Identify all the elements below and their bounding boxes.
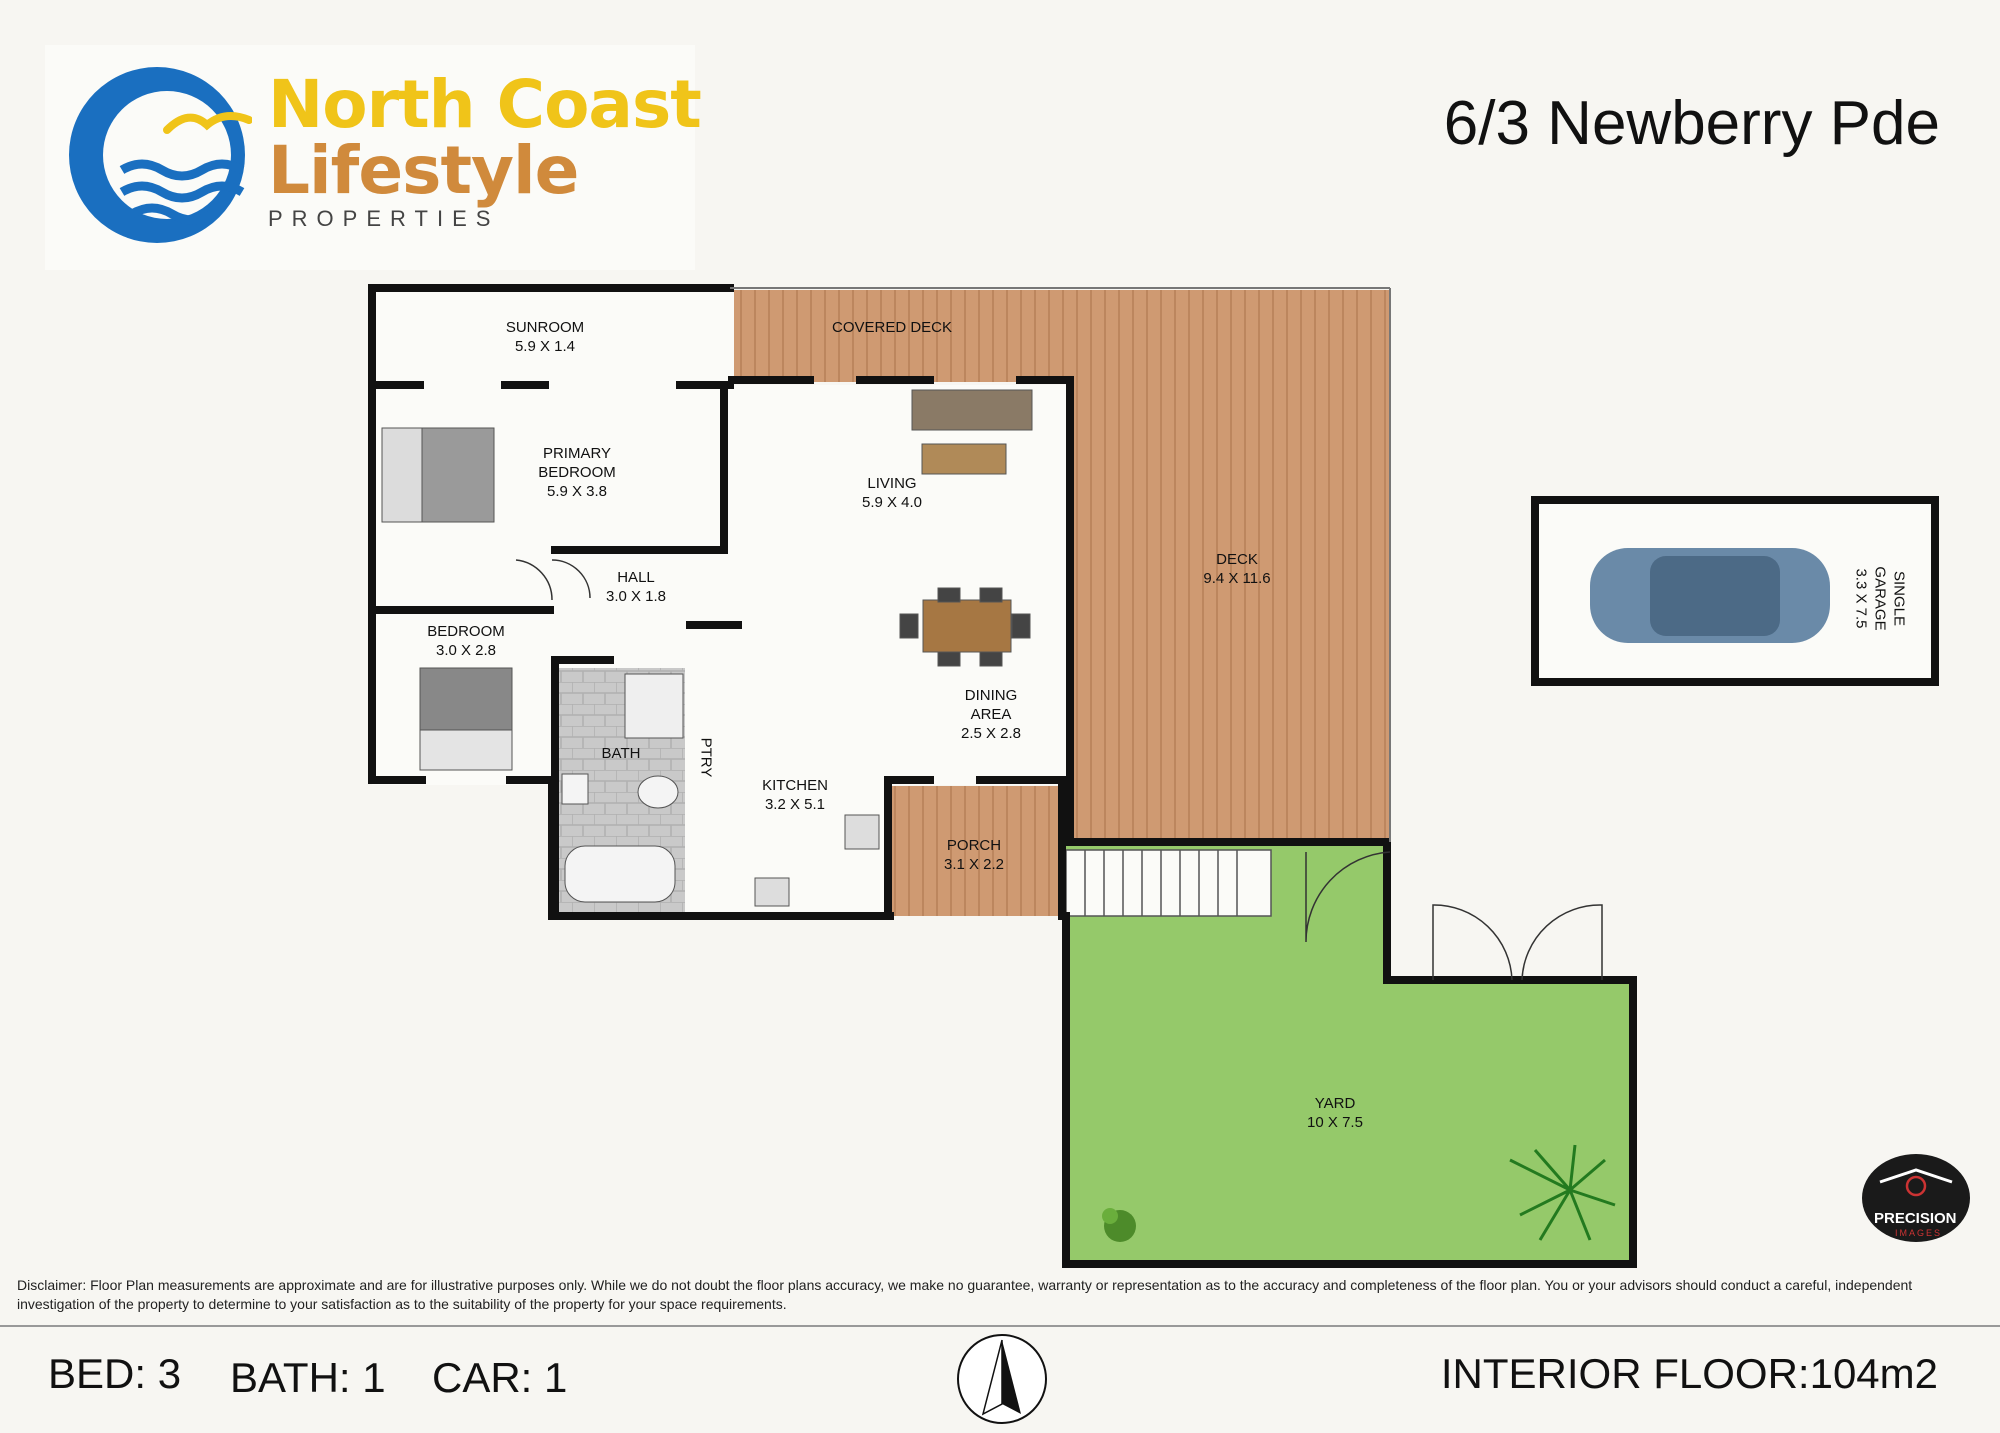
covered-deck-floor <box>732 290 1072 382</box>
palm-icon <box>1509 1144 1616 1241</box>
disclaimer: Disclaimer: Floor Plan measurements are … <box>17 1277 1913 1312</box>
stat-car: CAR: 1 <box>432 1354 568 1401</box>
logo-name-line3: PROPERTIES <box>268 206 500 231</box>
stat-bath: BATH: 1 <box>230 1354 386 1401</box>
walls <box>368 284 1637 1268</box>
furniture <box>381 389 1033 907</box>
property-address: 6/3 Newberry Pde <box>1443 89 1940 158</box>
precision-logo-sub: IMAGES <box>1895 1228 1943 1238</box>
room-label-ptry: PTRY <box>697 737 715 778</box>
room-label-bath: BATH <box>601 745 641 762</box>
north-compass-icon <box>957 1334 1047 1424</box>
door-swings <box>515 559 1603 981</box>
precision-images-logo <box>1862 1154 1970 1242</box>
bathtub <box>564 845 676 903</box>
shower <box>624 673 684 739</box>
stat-interior-floor: INTERIOR FLOOR:104m2 <box>1440 1350 1938 1397</box>
footer-divider <box>0 1325 2000 1327</box>
basin <box>561 773 589 805</box>
cooktop <box>844 814 880 850</box>
toilet <box>637 775 679 809</box>
wave-logo-icon <box>69 67 252 243</box>
logo-name-line1: North Coast <box>268 66 702 143</box>
porch-floor <box>890 786 1062 916</box>
interior-floor <box>372 290 734 390</box>
logo-name-line2: Lifestyle <box>268 132 579 209</box>
precision-logo-text: PRECISION <box>1874 1210 1957 1227</box>
plant-icon <box>1102 1208 1136 1242</box>
sink <box>754 877 790 907</box>
car-icon <box>1590 548 1830 643</box>
sofa <box>911 389 1033 431</box>
room-label-covered-deck: COVERED DECK <box>831 319 953 336</box>
dining-table <box>922 599 1012 653</box>
deck-floor <box>1072 290 1390 842</box>
coffee-table <box>921 443 1007 475</box>
yard-lawn <box>1066 842 1633 1264</box>
deck-stairs <box>1065 849 1272 917</box>
stat-bed: BED: 3 <box>48 1350 182 1397</box>
